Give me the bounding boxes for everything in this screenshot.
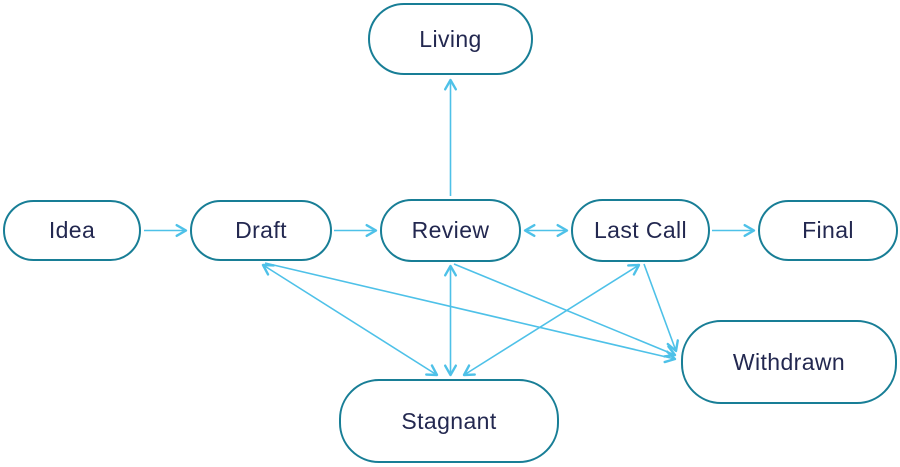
node-idea-label: Idea xyxy=(48,217,96,243)
node-withdrawn-label: Withdrawn xyxy=(732,348,846,375)
edge-draft-withdrawn xyxy=(264,262,677,364)
node-final-label: Final xyxy=(802,217,854,243)
node-living-label: Living xyxy=(419,25,482,52)
node-last-call-label: Last Call xyxy=(593,217,688,243)
edge-last_call-stagnant xyxy=(462,263,641,377)
node-review-label: Review xyxy=(411,217,490,243)
node-last-call: Last Call xyxy=(571,199,710,262)
node-stagnant: Stagnant xyxy=(339,379,559,463)
node-withdrawn: Withdrawn xyxy=(681,320,897,404)
edge-last_call-withdrawn xyxy=(643,263,679,353)
edge-review-withdrawn xyxy=(453,263,677,358)
node-draft-label: Draft xyxy=(235,217,287,243)
node-stagnant-label: Stagnant xyxy=(401,407,497,434)
edge-draft-stagnant xyxy=(261,263,439,377)
node-draft: Draft xyxy=(190,200,332,261)
node-final: Final xyxy=(758,200,898,261)
node-living: Living xyxy=(368,3,533,75)
node-idea: Idea xyxy=(3,200,141,261)
node-review: Review xyxy=(380,199,521,262)
